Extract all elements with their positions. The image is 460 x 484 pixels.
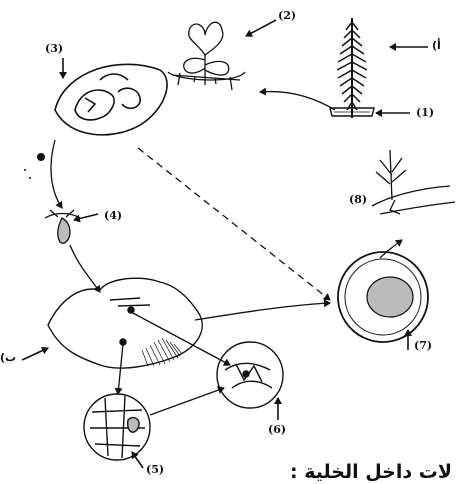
leafy-plant [168, 22, 245, 90]
cell-6 [217, 342, 283, 408]
label-beh: (ب [0, 352, 16, 363]
cyst-7 [338, 252, 428, 342]
small-plant [372, 150, 455, 214]
larva [45, 210, 80, 243]
cone-structure [55, 64, 167, 135]
label-2: (2) [278, 10, 296, 21]
label-4: (4) [104, 210, 122, 221]
spore-dots [24, 153, 45, 179]
label-alef: (أ [432, 40, 441, 51]
label-8: (8) [349, 194, 367, 205]
label-3: (3) [45, 43, 63, 54]
sporophyte-frond [330, 18, 374, 118]
label-6: (6) [268, 424, 286, 435]
cell-5 [84, 394, 150, 460]
label-5: (5) [146, 464, 164, 475]
label-7: (7) [414, 340, 432, 351]
label-1: (1) [416, 107, 434, 118]
caption-text: لات داخل الخلية : [290, 460, 452, 484]
label-pointers [22, 20, 428, 468]
